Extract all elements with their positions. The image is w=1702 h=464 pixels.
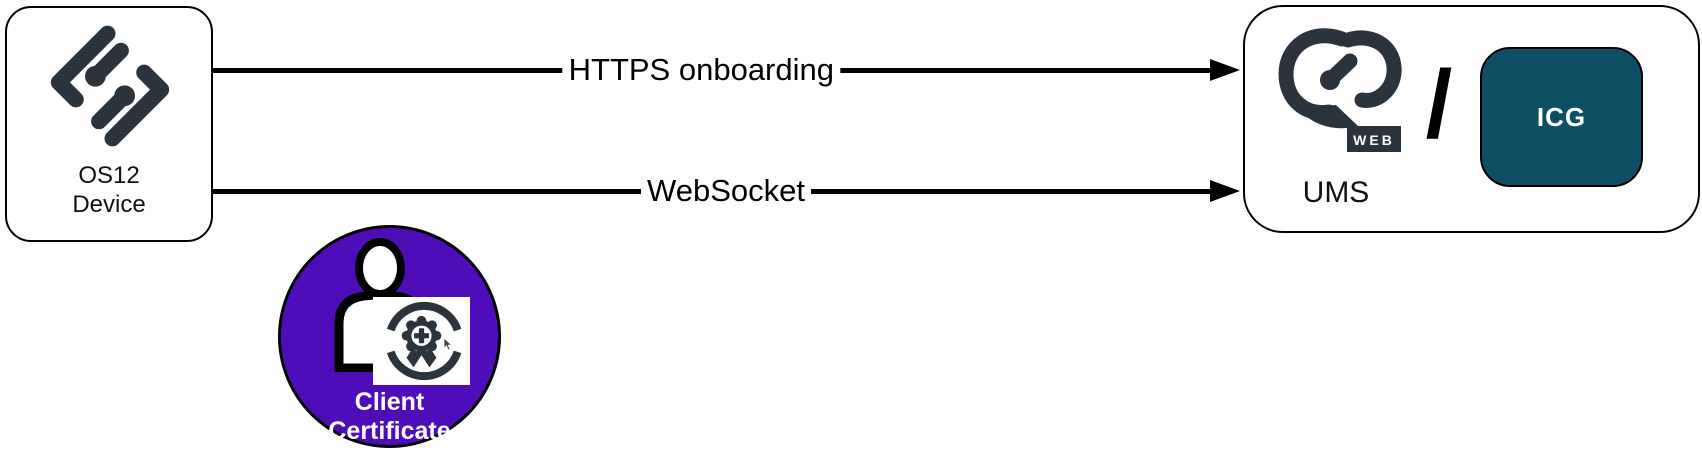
igel-logo-icon [50, 25, 170, 147]
device-box-label: OS12 Device [5, 161, 213, 219]
websocket-label: WebSocket [641, 173, 811, 209]
igel-web-logo-icon: WEB [1278, 28, 1402, 152]
client-certificate-line1: Client [354, 388, 425, 416]
certificate-seal-icon [386, 301, 462, 381]
certificate-card [373, 297, 470, 385]
slash-separator: / [1425, 51, 1453, 158]
icg-label: ICG [1536, 101, 1587, 132]
web-badge-label: WEB [1353, 132, 1395, 148]
mouse-cursor-icon [443, 338, 453, 351]
arrowhead-right-icon [1210, 59, 1240, 81]
device-label-line2: Device [72, 191, 146, 218]
client-certificate-line2: Certificate [328, 417, 451, 445]
icg-box: ICG [1480, 47, 1643, 187]
device-label-line1: OS12 [78, 162, 140, 189]
https-onboarding-label: HTTPS onboarding [562, 52, 840, 88]
arrowhead-right-icon [1210, 180, 1240, 202]
client-certificate-label: Client Certificate [278, 388, 501, 446]
os12-device-box [5, 6, 213, 242]
ums-label: UMS [1302, 176, 1370, 209]
